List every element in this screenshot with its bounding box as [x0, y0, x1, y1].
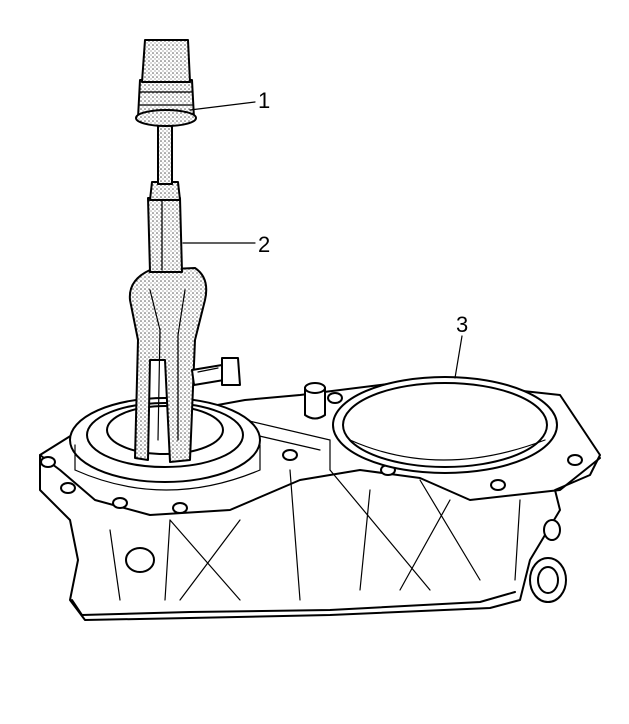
leader-line-1	[189, 101, 256, 111]
callout-2: 2	[258, 232, 271, 257]
housing-bore	[332, 376, 558, 474]
leader-line-3	[454, 335, 463, 379]
callout-1: 1	[258, 88, 271, 113]
puller-tool	[128, 39, 241, 463]
bearing-bore	[69, 397, 261, 491]
leader-lines	[182, 101, 463, 379]
callout-3: 3	[456, 312, 469, 337]
